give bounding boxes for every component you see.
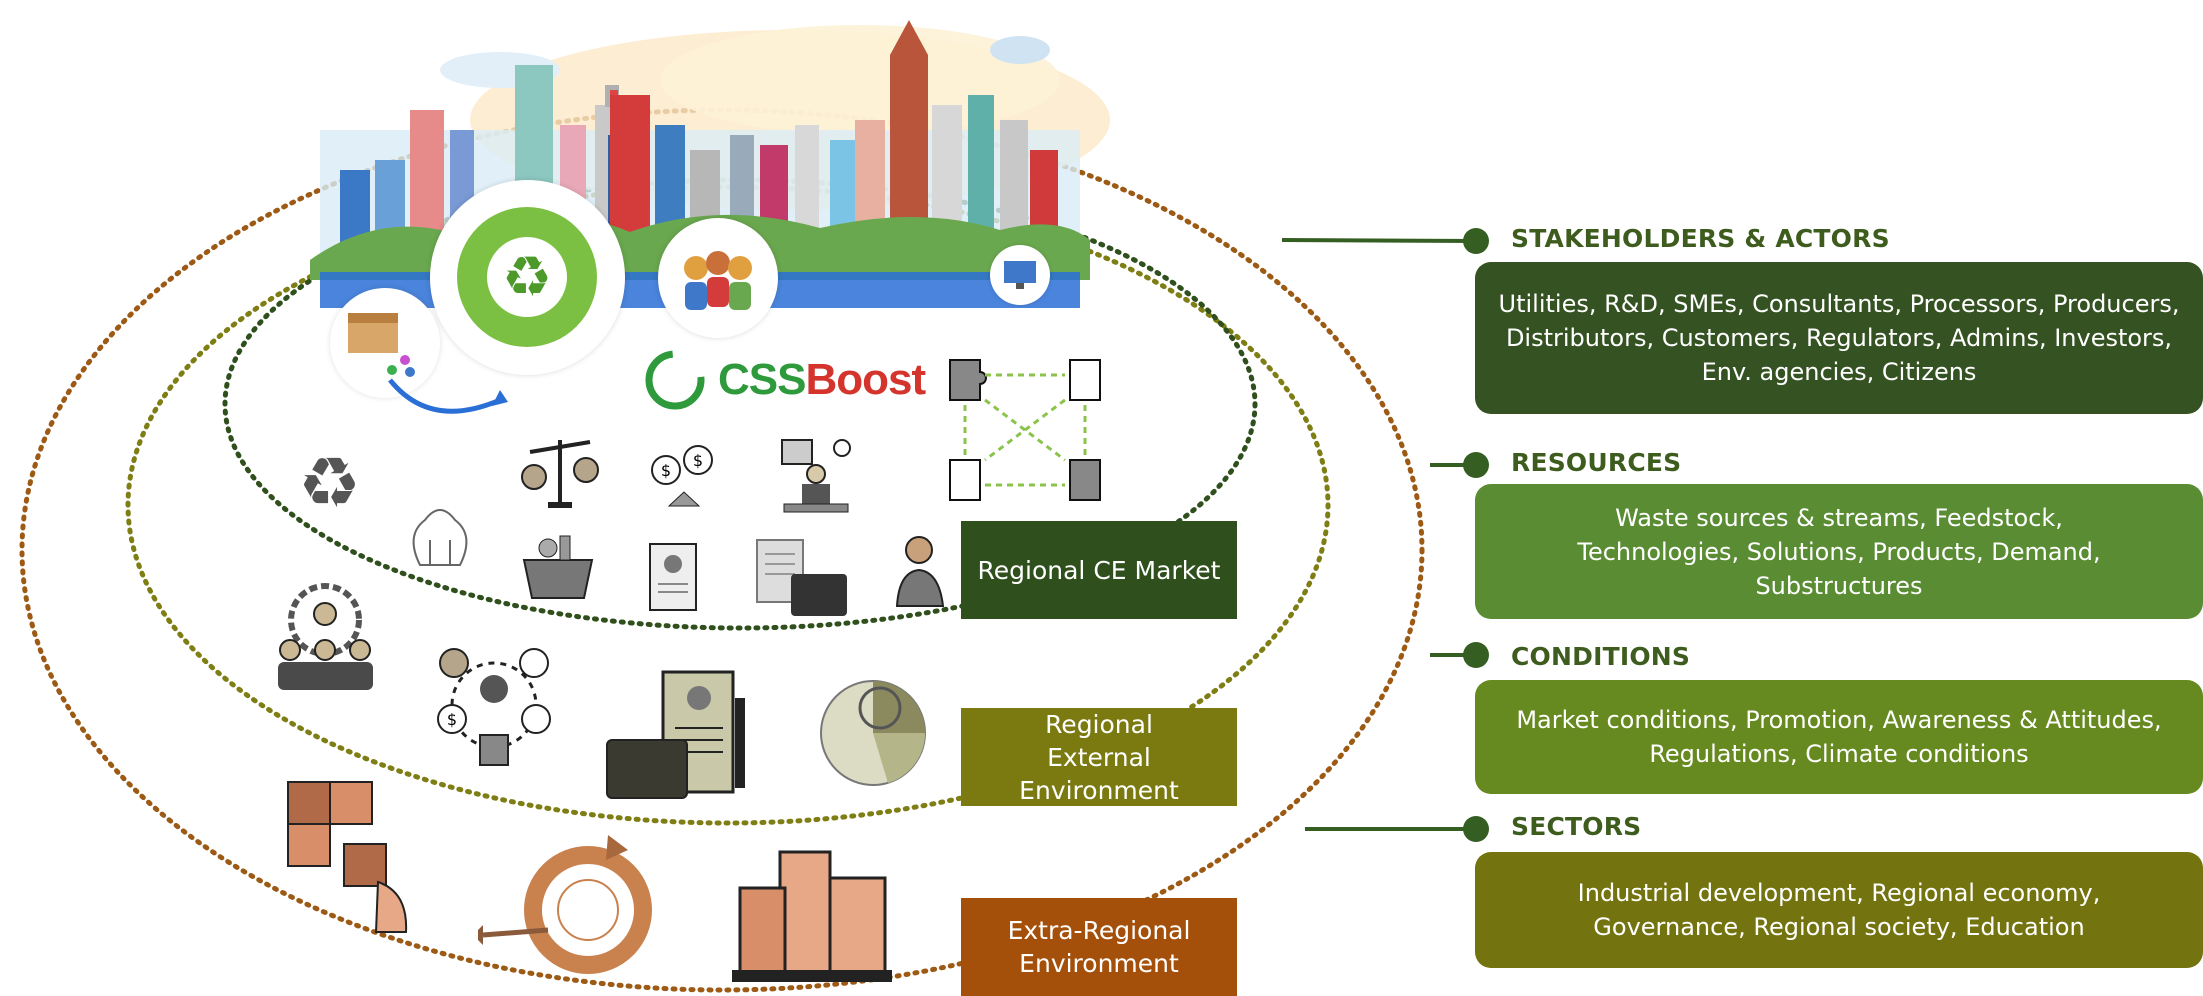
people-group-icon (658, 218, 778, 338)
monitor-icon (990, 245, 1050, 305)
shopping-basket-icon (522, 535, 594, 599)
dot-resources (1463, 452, 1489, 478)
panel-title-stakeholders: STAKEHOLDERS & ACTORS (1511, 224, 1890, 253)
money-balance-icon: $ $ (651, 445, 713, 507)
label-regional-ce-market-text: Regional CE Market (977, 555, 1221, 585)
circular-arrows-icon (478, 835, 652, 974)
panel-title-sectors: SECTORS (1511, 812, 1642, 841)
panel-title-conditions: CONDITIONS (1511, 642, 1691, 671)
recycle-globe-icon: ♻ (430, 180, 625, 375)
panel-text-stakeholders: Utilities, R&D, SMEs, Consultants, Proce… (1498, 290, 2180, 386)
panel-text-resources: Waste sources & streams, Feedstock, Tech… (1577, 503, 2101, 600)
panel-text-conditions: Market conditions, Promotion, Awareness … (1516, 706, 2162, 768)
presenter-icon (781, 439, 851, 513)
label-extra-regional-environment-text: Extra-Regional Environment (1007, 916, 1191, 978)
connector-stakeholders (1281, 238, 1476, 243)
flow-arrow-icon (388, 378, 508, 414)
svg-text:$: $ (661, 461, 671, 480)
dot-conditions (1463, 642, 1489, 668)
panel-box-sectors: Industrial development, Regional economy… (1475, 852, 2203, 968)
contract-icon (606, 670, 745, 799)
business-cycle-icon: $ (437, 648, 551, 766)
panel-box-resources: Waste sources & streams, Feedstock, Tech… (1475, 484, 2203, 619)
dot-stakeholders (1463, 228, 1489, 254)
label-extra-regional-environment: Extra-Regional Environment (961, 898, 1237, 996)
pie-chart-icon (820, 680, 926, 786)
dot-sectors (1463, 816, 1489, 842)
recycle-icon: ♻ (298, 442, 361, 524)
panel-box-stakeholders: Utilities, R&D, SMEs, Consultants, Proce… (1475, 262, 2203, 414)
team-icon (278, 583, 373, 690)
svg-text:♻: ♻ (502, 245, 552, 310)
salesperson-icon (895, 536, 945, 607)
svg-text:$: $ (447, 710, 457, 729)
balance-scale-icon (521, 440, 599, 508)
logo-mark-icon (640, 345, 710, 415)
label-regional-external-environment-text: Regional External Environment (1019, 709, 1179, 805)
svg-text:$: $ (693, 451, 703, 470)
label-regional-external-environment: Regional External Environment (961, 708, 1237, 806)
label-regional-ce-market: Regional CE Market (961, 521, 1237, 619)
puzzle-network-icon (949, 359, 1101, 501)
puzzle-hand-icon (287, 781, 408, 933)
panel-text-sectors: Industrial development, Regional economy… (1577, 879, 2101, 941)
tree-icon (412, 509, 468, 566)
logo-part-css: CSS (718, 355, 806, 404)
logo-part-boost: Boost (805, 355, 926, 404)
clipboard-briefcase-icon (756, 539, 847, 616)
package-icon (330, 288, 440, 398)
panel-title-resources: RESOURCES (1511, 448, 1682, 477)
buildings-icon (732, 850, 892, 982)
panel-box-conditions: Market conditions, Promotion, Awareness … (1475, 680, 2203, 794)
logo-text: CSSBoost (718, 355, 926, 405)
certificate-icon (649, 543, 697, 611)
